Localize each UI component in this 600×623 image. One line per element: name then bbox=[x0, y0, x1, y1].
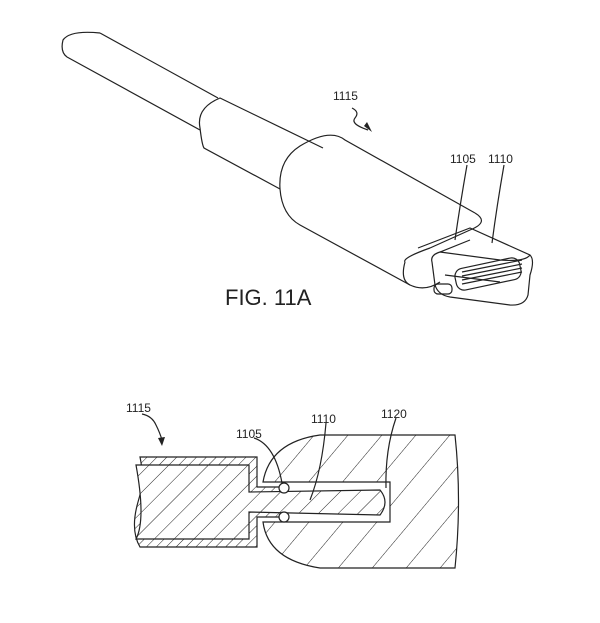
arrow-1115-b bbox=[158, 437, 165, 446]
ball-1105-top bbox=[278, 482, 290, 494]
leader-1105-a bbox=[454, 164, 468, 241]
cable-perspective: 1115 1105 1110 FIG. 11A bbox=[61, 31, 534, 310]
leader-1110-a bbox=[491, 164, 505, 244]
receptacle-1120 bbox=[262, 434, 460, 569]
connector-housing bbox=[279, 134, 476, 286]
blade-1110 bbox=[135, 464, 386, 540]
plug-notch bbox=[433, 283, 453, 295]
housing-front-face bbox=[402, 212, 482, 289]
label-1110-b: 1110 bbox=[311, 412, 336, 426]
leader-1115-a bbox=[351, 107, 369, 131]
label-1115-b: 1115 bbox=[126, 401, 151, 415]
arrow-1115-a bbox=[364, 122, 372, 132]
cable-cross-section: 1115 1105 1110 1120 bbox=[126, 401, 460, 569]
leader-1115-b bbox=[141, 413, 163, 441]
contacts bbox=[461, 259, 523, 285]
cable bbox=[61, 31, 219, 131]
label-1105-a: 1105 bbox=[450, 152, 476, 166]
leader-1120-b bbox=[385, 417, 397, 489]
contacts-area bbox=[454, 257, 522, 291]
label-1110-a: 1110 bbox=[488, 152, 513, 166]
ball-1105-bottom bbox=[278, 511, 290, 523]
leader-1110-b bbox=[309, 422, 327, 501]
label-1115-a: 1115 bbox=[333, 89, 358, 103]
label-1120-b: 1120 bbox=[381, 407, 407, 421]
leader-1105-b bbox=[253, 437, 283, 484]
strain-relief bbox=[198, 97, 324, 190]
figure-caption: FIG. 11A bbox=[225, 285, 312, 310]
label-1105-b: 1105 bbox=[236, 427, 262, 441]
